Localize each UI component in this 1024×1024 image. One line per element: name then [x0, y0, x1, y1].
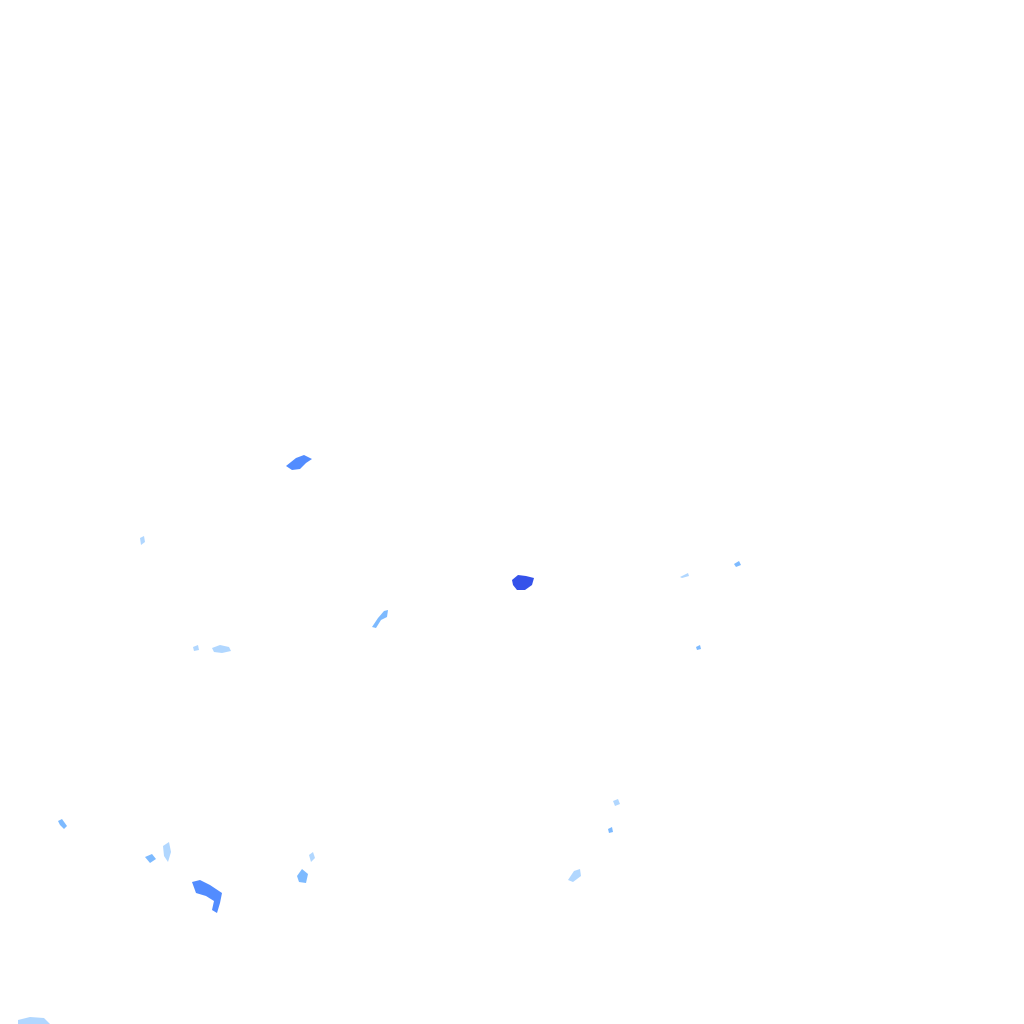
precipitation-echo-light: [680, 573, 689, 578]
precipitation-echo-moderate: [58, 819, 67, 829]
precipitation-echo-light: [309, 852, 315, 862]
precipitation-echo-moderate: [372, 610, 388, 628]
precipitation-echo-moderate: [734, 561, 741, 567]
precipitation-echo-light: [568, 869, 581, 882]
precipitation-echo-layer: [18, 455, 741, 1024]
precipitation-echo-light: [212, 645, 231, 653]
precipitation-echo-light: [613, 799, 620, 806]
precipitation-echo-light: [193, 645, 199, 651]
precipitation-echo-heavy: [286, 455, 312, 470]
precipitation-echo-moderate: [696, 645, 701, 650]
precipitation-echo-light: [163, 842, 171, 862]
precipitation-echo-moderate: [297, 869, 308, 883]
precipitation-echo-light: [18, 1017, 50, 1024]
precipitation-echo-intense: [512, 575, 534, 590]
precipitation-echo-light: [140, 536, 145, 545]
precipitation-echo-moderate: [608, 827, 613, 833]
precipitation-echo-moderate: [145, 854, 156, 863]
precipitation-echo-heavy: [192, 880, 222, 913]
